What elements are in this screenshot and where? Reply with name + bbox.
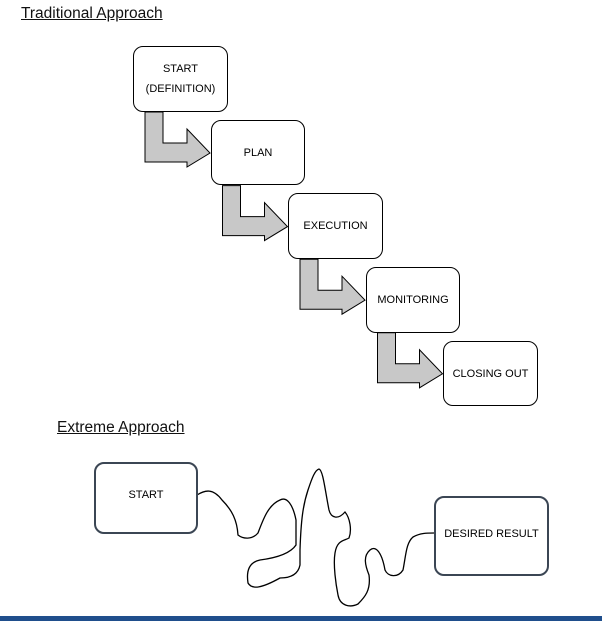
step-monitoring: MONITORING [366, 267, 460, 333]
step-closing-out: CLOSING OUT [443, 341, 538, 406]
traditional-approach-title: Traditional Approach [21, 5, 163, 22]
step-start-definition: START (DEFINITION) [133, 46, 228, 112]
wavy-path-line [196, 468, 435, 607]
desired-result-box: DESIRED RESULT [434, 496, 549, 576]
step-arrow [144, 111, 211, 168]
step-arrow [222, 185, 289, 242]
step-arrow [377, 332, 444, 389]
extreme-approach-title: Extreme Approach [57, 419, 185, 436]
step-plan: PLAN [211, 120, 305, 185]
extreme-start-box: START [94, 462, 198, 534]
step-execution: EXECUTION [288, 193, 383, 259]
footer-bar [0, 616, 602, 621]
step-arrow [299, 258, 366, 316]
